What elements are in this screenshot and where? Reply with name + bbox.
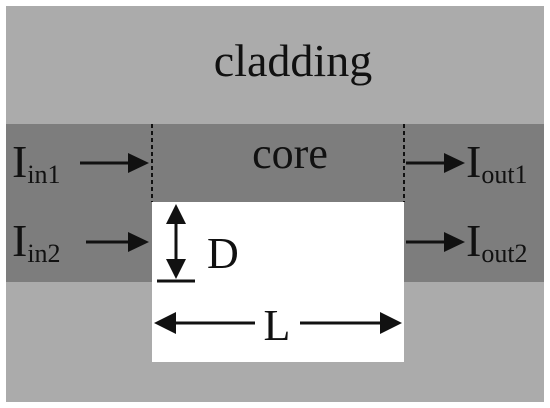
cladding-label: cladding [214,35,372,86]
output-2-arrow-head [444,232,465,252]
output-1-arrow-head [444,153,465,173]
output-1-label: Iout1 [466,136,528,189]
input-1-arrow-head [128,153,149,173]
input-1-subscript: in1 [27,160,60,189]
depth-arrow-head-top [166,204,186,224]
input-2-arrow-head [128,232,149,252]
core-label: core [252,129,328,178]
input-2-subscript: in2 [27,239,60,268]
input-2-symbol: I [12,215,27,266]
output-2-symbol: I [466,215,481,266]
length-label: L [264,301,291,350]
output-1-subscript: out1 [481,160,527,189]
input-2-label: Iin2 [12,215,61,268]
input-1-label: Iin1 [12,136,61,189]
depth-arrow-head-bottom [166,259,186,279]
output-2-label: Iout2 [466,215,528,268]
length-arrow-head-right [380,312,402,334]
output-2-subscript: out2 [481,239,527,268]
output-1-symbol: I [466,136,481,187]
length-arrow-head-left [154,312,176,334]
depth-label: D [207,229,239,278]
input-1-symbol: I [12,136,27,187]
